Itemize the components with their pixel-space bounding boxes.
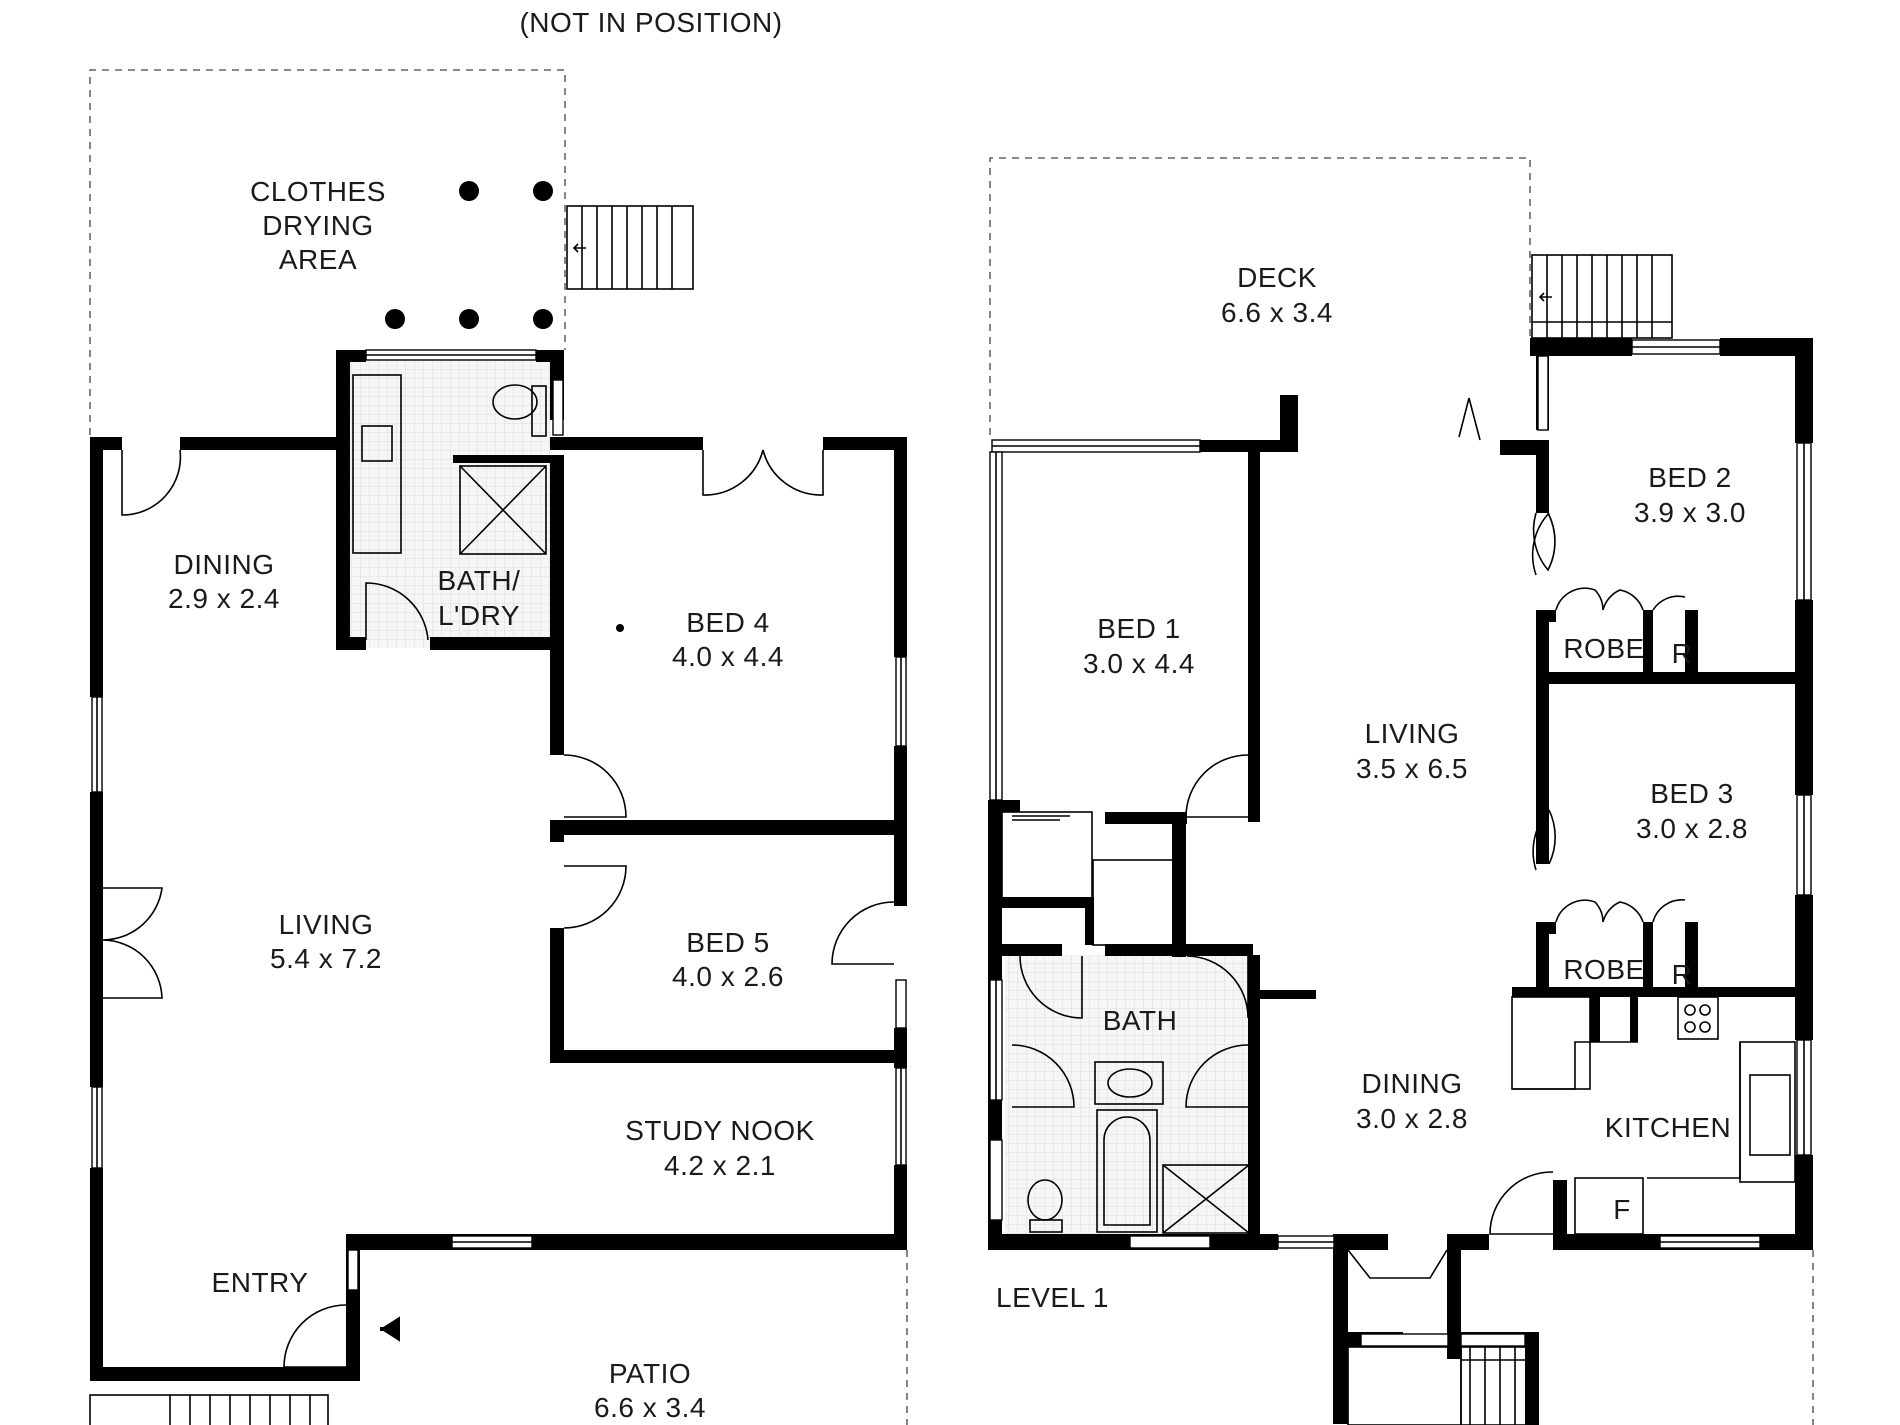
clothes-drying-label-1: CLOTHES bbox=[250, 176, 386, 207]
doors-level-1 bbox=[1011, 397, 1686, 1279]
fridge-label: F bbox=[1613, 1194, 1631, 1225]
lower-level-plan: CLOTHES DRYING AREA DINING 2.9 x 2.4 BAT… bbox=[89, 69, 908, 1425]
stairs-front bbox=[89, 1394, 329, 1425]
dining-left-name: DINING bbox=[174, 549, 275, 580]
clothes-drying-label-2: DRYING bbox=[262, 210, 373, 241]
deck-outline bbox=[989, 157, 1531, 435]
stairs-rear bbox=[566, 205, 694, 290]
bed3-size: 3.0 x 2.8 bbox=[1636, 813, 1748, 844]
robe-upper-label: ROBE bbox=[1563, 633, 1644, 664]
bath-right-label: BATH bbox=[1103, 1005, 1178, 1036]
patio-size: 6.6 x 3.4 bbox=[594, 1392, 706, 1423]
bed5-name: BED 5 bbox=[686, 927, 769, 958]
study-nook-size: 4.2 x 2.1 bbox=[664, 1150, 776, 1181]
living-right-name: LIVING bbox=[1365, 718, 1460, 749]
clothesline-posts bbox=[385, 181, 553, 329]
living-left-size: 5.4 x 7.2 bbox=[270, 943, 382, 974]
dining-right-size: 3.0 x 2.8 bbox=[1356, 1103, 1468, 1134]
study-nook-name: STUDY NOOK bbox=[625, 1115, 815, 1146]
bath-right-floor bbox=[1005, 955, 1253, 1235]
fixtures-level-1 bbox=[1001, 811, 1796, 1235]
bath-laundry-fixtures bbox=[352, 374, 624, 632]
deck-size: 6.6 x 3.4 bbox=[1221, 297, 1333, 328]
bed2-size: 3.9 x 3.0 bbox=[1634, 497, 1746, 528]
living-right-size: 3.5 x 6.5 bbox=[1356, 753, 1468, 784]
r-lower-label: R bbox=[1672, 959, 1693, 990]
windows-level-1 bbox=[989, 339, 1812, 1347]
bed4-name: BED 4 bbox=[686, 607, 769, 638]
not-in-position-note: (NOT IN POSITION) bbox=[519, 7, 782, 38]
bed3-name: BED 3 bbox=[1650, 778, 1733, 809]
bed2-name: BED 2 bbox=[1648, 462, 1731, 493]
patio-name: PATIO bbox=[609, 1358, 691, 1389]
bed5-size: 4.0 x 2.6 bbox=[672, 961, 784, 992]
r-upper-label: R bbox=[1672, 638, 1693, 669]
dining-right-name: DINING bbox=[1362, 1068, 1463, 1099]
deck-name: DECK bbox=[1237, 262, 1317, 293]
clothes-drying-label-3: AREA bbox=[279, 244, 357, 275]
windows-lower-level bbox=[91, 349, 907, 1291]
doors-lower-level bbox=[102, 449, 895, 1368]
stairs-deck bbox=[1531, 254, 1673, 339]
bath-laundry-floor bbox=[350, 358, 550, 648]
robe-lower-label: ROBE bbox=[1563, 954, 1644, 985]
living-left-name: LIVING bbox=[279, 909, 374, 940]
entry-label: ENTRY bbox=[212, 1267, 309, 1298]
kitchen-label: KITCHEN bbox=[1605, 1112, 1731, 1143]
stairs-front-level-1 bbox=[1347, 1346, 1539, 1425]
bed1-size: 3.0 x 4.4 bbox=[1083, 648, 1195, 679]
level-1-label: LEVEL 1 bbox=[996, 1282, 1109, 1313]
dining-left-size: 2.9 x 2.4 bbox=[168, 583, 280, 614]
bath-laundry-label-2: L'DRY bbox=[438, 600, 520, 631]
bath-laundry-label-1: BATH/ bbox=[438, 565, 521, 596]
clothes-drying-area-outline bbox=[89, 69, 566, 435]
bed1-name: BED 1 bbox=[1097, 613, 1180, 644]
bed4-size: 4.0 x 4.4 bbox=[672, 641, 784, 672]
level-1-plan: DECK 6.6 x 3.4 BED 1 3.0 x 4.4 LIVING 3.… bbox=[988, 157, 1814, 1425]
